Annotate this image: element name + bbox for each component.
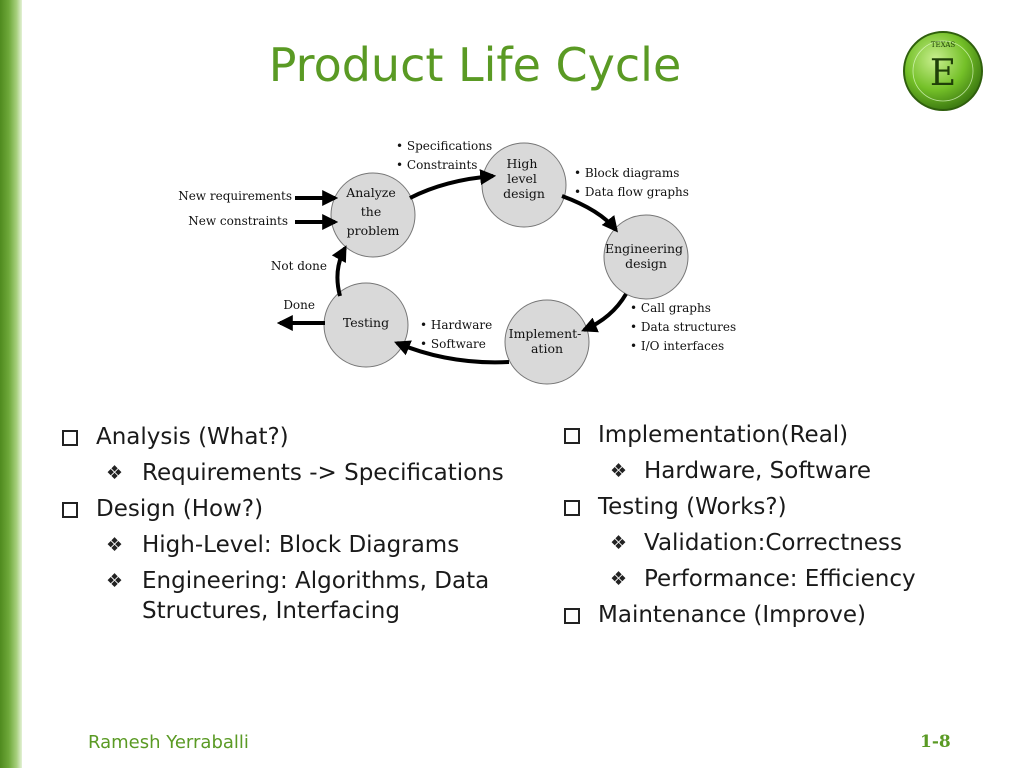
left-accent-bar <box>0 0 22 768</box>
bullet-item: Analysis (What?) <box>56 422 546 452</box>
annotation-implementation: • Hardware • Software <box>420 318 496 351</box>
label-new-constraints: New constraints <box>188 214 288 228</box>
label-engineering-design: Engineering design <box>605 241 687 271</box>
square-bullet-icon <box>62 502 78 518</box>
diamond-bullet-icon: ❖ <box>610 532 628 554</box>
node-engineering-design <box>603 214 689 300</box>
square-bullet-icon <box>564 608 580 624</box>
annotation-engineering: • Call graphs • Data structures • I/O in… <box>630 301 740 353</box>
label-testing: Testing <box>343 315 389 330</box>
square-bullet-icon <box>564 500 580 516</box>
bullets-left: Analysis (What?) ❖Requirements -> Specif… <box>56 422 546 632</box>
bullet-item: ❖Engineering: Algorithms, Data Structure… <box>106 568 490 624</box>
bullets-right: Implementation(Real) ❖Hardware, Software… <box>558 420 1018 636</box>
diamond-bullet-icon: ❖ <box>106 534 124 556</box>
label-new-requirements: New requirements <box>178 189 292 203</box>
arrow-high-to-engineering <box>561 194 619 233</box>
bullet-item: Maintenance (Improve) <box>558 600 1018 630</box>
bullet-item: ❖Requirements -> Specifications <box>106 460 504 486</box>
square-bullet-icon <box>564 428 580 444</box>
label-done: Done <box>283 298 315 312</box>
label-analyze: Analyze the problem <box>345 185 400 238</box>
node-implementation <box>504 299 590 385</box>
logo-text: TEXAS <box>931 41 956 49</box>
slide-title: Product Life Cycle <box>268 38 682 92</box>
bullet-item: Design (How?) <box>56 494 546 524</box>
bullet-item: ❖High-Level: Block Diagrams <box>106 532 460 558</box>
diamond-bullet-icon: ❖ <box>106 462 124 484</box>
logo-letter: E <box>930 53 956 94</box>
bullet-item: ❖Performance: Efficiency <box>610 566 916 592</box>
diamond-bullet-icon: ❖ <box>106 570 124 592</box>
arrow-impl-to-testing <box>394 340 510 365</box>
diamond-bullet-icon: ❖ <box>610 460 628 482</box>
university-logo: TEXAS E <box>903 31 983 111</box>
bullet-item: Testing (Works?) <box>558 492 1018 522</box>
annotation-specifications: • Specifications • Constraints <box>396 139 496 172</box>
square-bullet-icon <box>62 430 78 446</box>
bullet-item: ❖Hardware, Software <box>610 458 872 484</box>
arrow-engineering-to-impl <box>581 292 628 333</box>
bullet-item: Implementation(Real) <box>558 420 1018 450</box>
arrow-not-done <box>331 245 347 297</box>
bullet-item: ❖Validation:Correctness <box>610 530 902 556</box>
label-high-level-design: High level design <box>503 156 545 201</box>
arrow-analyze-to-high <box>409 169 497 200</box>
annotation-high-level: • Block diagrams • Data flow graphs <box>574 166 689 199</box>
label-implementation: Implement- ation <box>509 326 586 356</box>
label-not-done: Not done <box>271 259 327 273</box>
footer-author: Ramesh Yerraballi <box>88 732 249 753</box>
diamond-bullet-icon: ❖ <box>610 568 628 590</box>
footer-page-number: 1-8 <box>920 732 951 752</box>
